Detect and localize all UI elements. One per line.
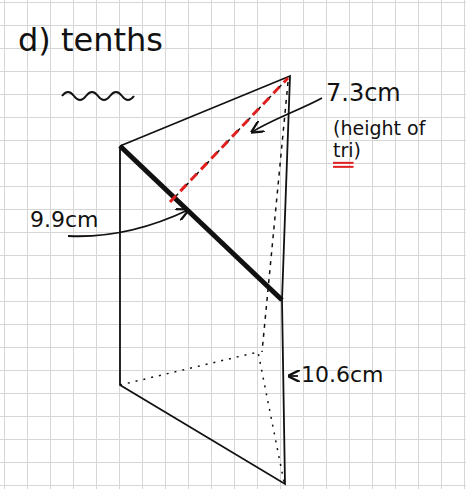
- height-line: [170, 78, 288, 202]
- dimension-label: 9.9cm: [30, 207, 99, 232]
- red-underline: [333, 162, 354, 164]
- note-label: (height of tri): [333, 118, 429, 162]
- wavy-underline: [62, 92, 134, 100]
- red-underline: [333, 166, 354, 168]
- height-line-dash: [176, 78, 288, 196]
- prism-edge: [120, 76, 290, 484]
- leader-arrow: [289, 375, 298, 377]
- heading: d) tenths: [18, 22, 163, 59]
- leader-arrow: [252, 98, 322, 132]
- dimension-label: 7.3cm: [326, 80, 401, 108]
- dimension-label: 10.6cm: [301, 362, 384, 387]
- hidden-edge: [120, 352, 284, 482]
